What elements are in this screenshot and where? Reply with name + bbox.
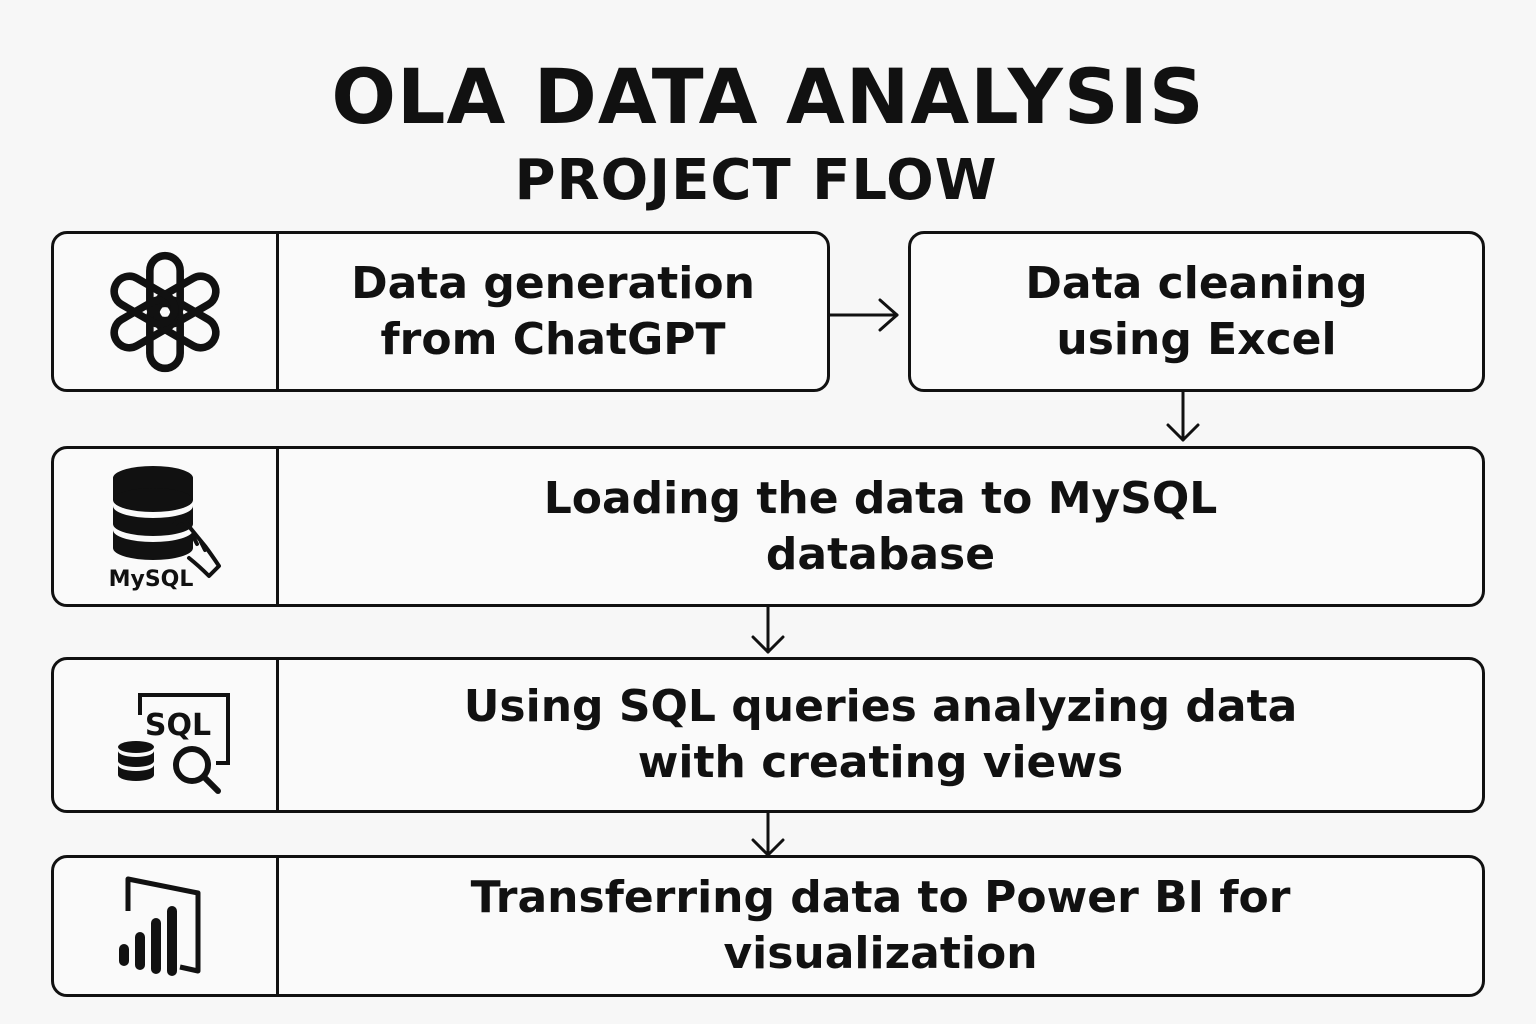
step-label-line2: visualization (723, 928, 1038, 979)
step-label-line2: from ChatGPT (380, 313, 726, 365)
step-label-line2: database (765, 528, 996, 580)
page-subtitle: PROJECT FLOW (514, 148, 998, 213)
step-sql-queries: SQL Using SQL queries analyzing data wit… (51, 657, 1485, 813)
step-label-line1: Data cleaning (1025, 257, 1368, 309)
step-label: Loading the data to MySQL database (279, 449, 1482, 604)
step-label: Using SQL queries analyzing data with cr… (279, 660, 1482, 810)
page-title: OLA DATA ANALYSIS (331, 52, 1205, 141)
arrow-down-icon (1166, 390, 1200, 442)
step-label: Data generation from ChatGPT (279, 234, 827, 389)
arrow-down-icon (751, 811, 785, 857)
step-label-line2: with creating views (637, 737, 1124, 788)
step-label-line2: using Excel (1056, 313, 1337, 365)
step-data-generation: Data generation from ChatGPT (51, 231, 830, 392)
mysql-database-icon: MySQL (109, 465, 221, 592)
openai-logo-icon (110, 251, 220, 372)
arrow-down-icon (751, 605, 785, 654)
step-icon-cell: MySQL (54, 449, 279, 604)
mysql-icon-text: MySQL (109, 567, 194, 592)
step-power-bi: Transferring data to Power BI for visual… (51, 855, 1485, 997)
arrow-right-icon (828, 298, 899, 332)
step-label-line1: Loading the data to MySQL (543, 472, 1218, 524)
step-label-line1: Data generation (351, 257, 755, 309)
step-icon-cell: SQL (54, 660, 279, 810)
step-label-line1: Using SQL queries analyzing data (463, 681, 1298, 732)
step-icon-cell (54, 234, 279, 389)
power-bi-icon (119, 876, 201, 976)
step-data-cleaning: Data cleaning using Excel (908, 231, 1485, 392)
step-label: Data cleaning using Excel (911, 234, 1482, 389)
step-label: Transferring data to Power BI for visual… (279, 858, 1482, 994)
step-label-line1: Transferring data to Power BI for (470, 872, 1291, 923)
step-icon-cell (54, 858, 279, 994)
sql-query-icon: SQL (118, 693, 230, 794)
sql-icon-text: SQL (145, 708, 211, 743)
